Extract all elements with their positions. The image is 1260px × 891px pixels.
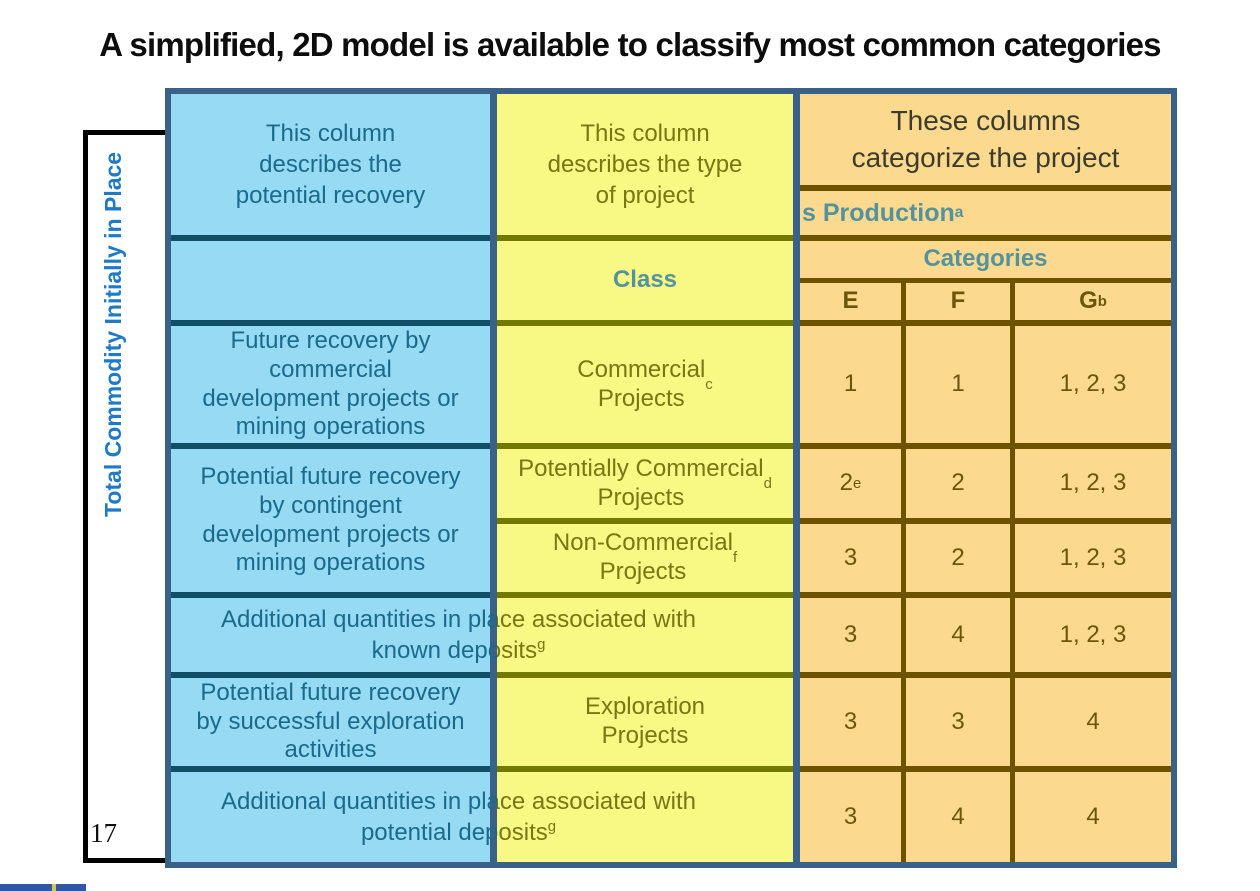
border-line [171, 592, 490, 598]
span-text-blue-part: Additional quantities in place associate… [221, 787, 696, 846]
border-line [497, 443, 793, 449]
span-text-yellow-part: Additional quantities in place associate… [221, 787, 696, 846]
page-number: 17 [90, 818, 117, 848]
value-cell-g-row4: 1, 2, 3 [1059, 620, 1127, 648]
value-cell-f-row6: 4 [951, 802, 965, 830]
border-line [800, 592, 1171, 598]
span-row-known-deposits: Additional quantities in place associate… [171, 598, 746, 672]
recovery-cell-contingent: Potential future recovery by contingent … [200, 462, 461, 577]
border-line [171, 443, 490, 449]
border-line [800, 443, 1171, 449]
categories-header: Categories [923, 245, 1048, 273]
border-line [171, 672, 490, 678]
orange-column-background [800, 94, 1171, 862]
value-cell-g-row5: 4 [1086, 707, 1100, 735]
blue-column-background [171, 94, 490, 862]
value-cell-f-row5: 3 [951, 707, 965, 735]
value-cell-e-row1: 1 [843, 370, 858, 398]
slide-title: A simplified, 2D model is available to c… [99, 26, 1161, 63]
span-row-potential-deposits: Additional quantities in place associate… [171, 772, 746, 862]
value-cell-e-row3: 3 [843, 543, 858, 571]
divider-f-g [1010, 283, 1015, 862]
value-cell-g-row6: 4 [1086, 802, 1100, 830]
value-cell-f-row4: 4 [951, 620, 965, 648]
border-line [800, 320, 1171, 326]
value-cell-g-row1: 1, 2, 3 [1059, 370, 1127, 398]
class-cell-exploration: Exploration Projects [584, 693, 706, 749]
value-cell-f-row1: 1 [951, 370, 965, 398]
value-cell-g-row3: 1, 2, 3 [1059, 543, 1127, 571]
span-text-yellow-part: Additional quantities in place associate… [221, 605, 696, 664]
footer-logo-bar [0, 884, 86, 891]
category-col-e: E [842, 287, 859, 315]
border-line [171, 766, 490, 772]
value-cell-g-row2: 1, 2, 3 [1059, 469, 1127, 497]
category-col-f: F [950, 287, 966, 315]
border-line [800, 672, 1171, 678]
recovery-cell-exploration: Potential future recovery by successful … [196, 678, 465, 764]
divider-e-f [901, 283, 906, 862]
axis-label-total-commodity: Total Commodity Initially in Place [100, 151, 126, 517]
border-line [800, 278, 1171, 283]
divider-yellow-orange [793, 94, 800, 862]
border-line [497, 320, 793, 326]
value-cell-e-row6: 3 [843, 802, 858, 830]
value-cell-e-row4: 3 [843, 620, 858, 648]
border-line [800, 766, 1171, 772]
footer-logo-tick [52, 884, 56, 891]
col-header-project-type: This column describes the type of projec… [547, 119, 743, 210]
border-line [800, 235, 1171, 241]
col-header-categorize: These columns categorize the project [851, 105, 1120, 173]
yellow-column-background [497, 94, 793, 862]
value-cell-f-row2: 2 [951, 469, 965, 497]
border-line [171, 320, 490, 326]
recovery-cell-commercial: Future recovery by commercial developmen… [202, 326, 459, 441]
border-line [497, 766, 793, 772]
class-header: Class [612, 266, 678, 294]
border-line [800, 518, 1171, 524]
span-text-blue-part: Additional quantities in place associate… [221, 605, 696, 664]
value-cell-e-row5: 3 [843, 707, 858, 735]
border-line [497, 518, 793, 524]
divider-blue-yellow [490, 94, 497, 862]
border-line [497, 672, 793, 678]
border-line [497, 592, 793, 598]
border-line [171, 235, 490, 241]
col-header-recovery: This column describes the potential reco… [235, 119, 426, 210]
value-cell-f-row3: 2 [951, 543, 965, 571]
border-line [497, 235, 793, 241]
border-line [800, 185, 1171, 191]
